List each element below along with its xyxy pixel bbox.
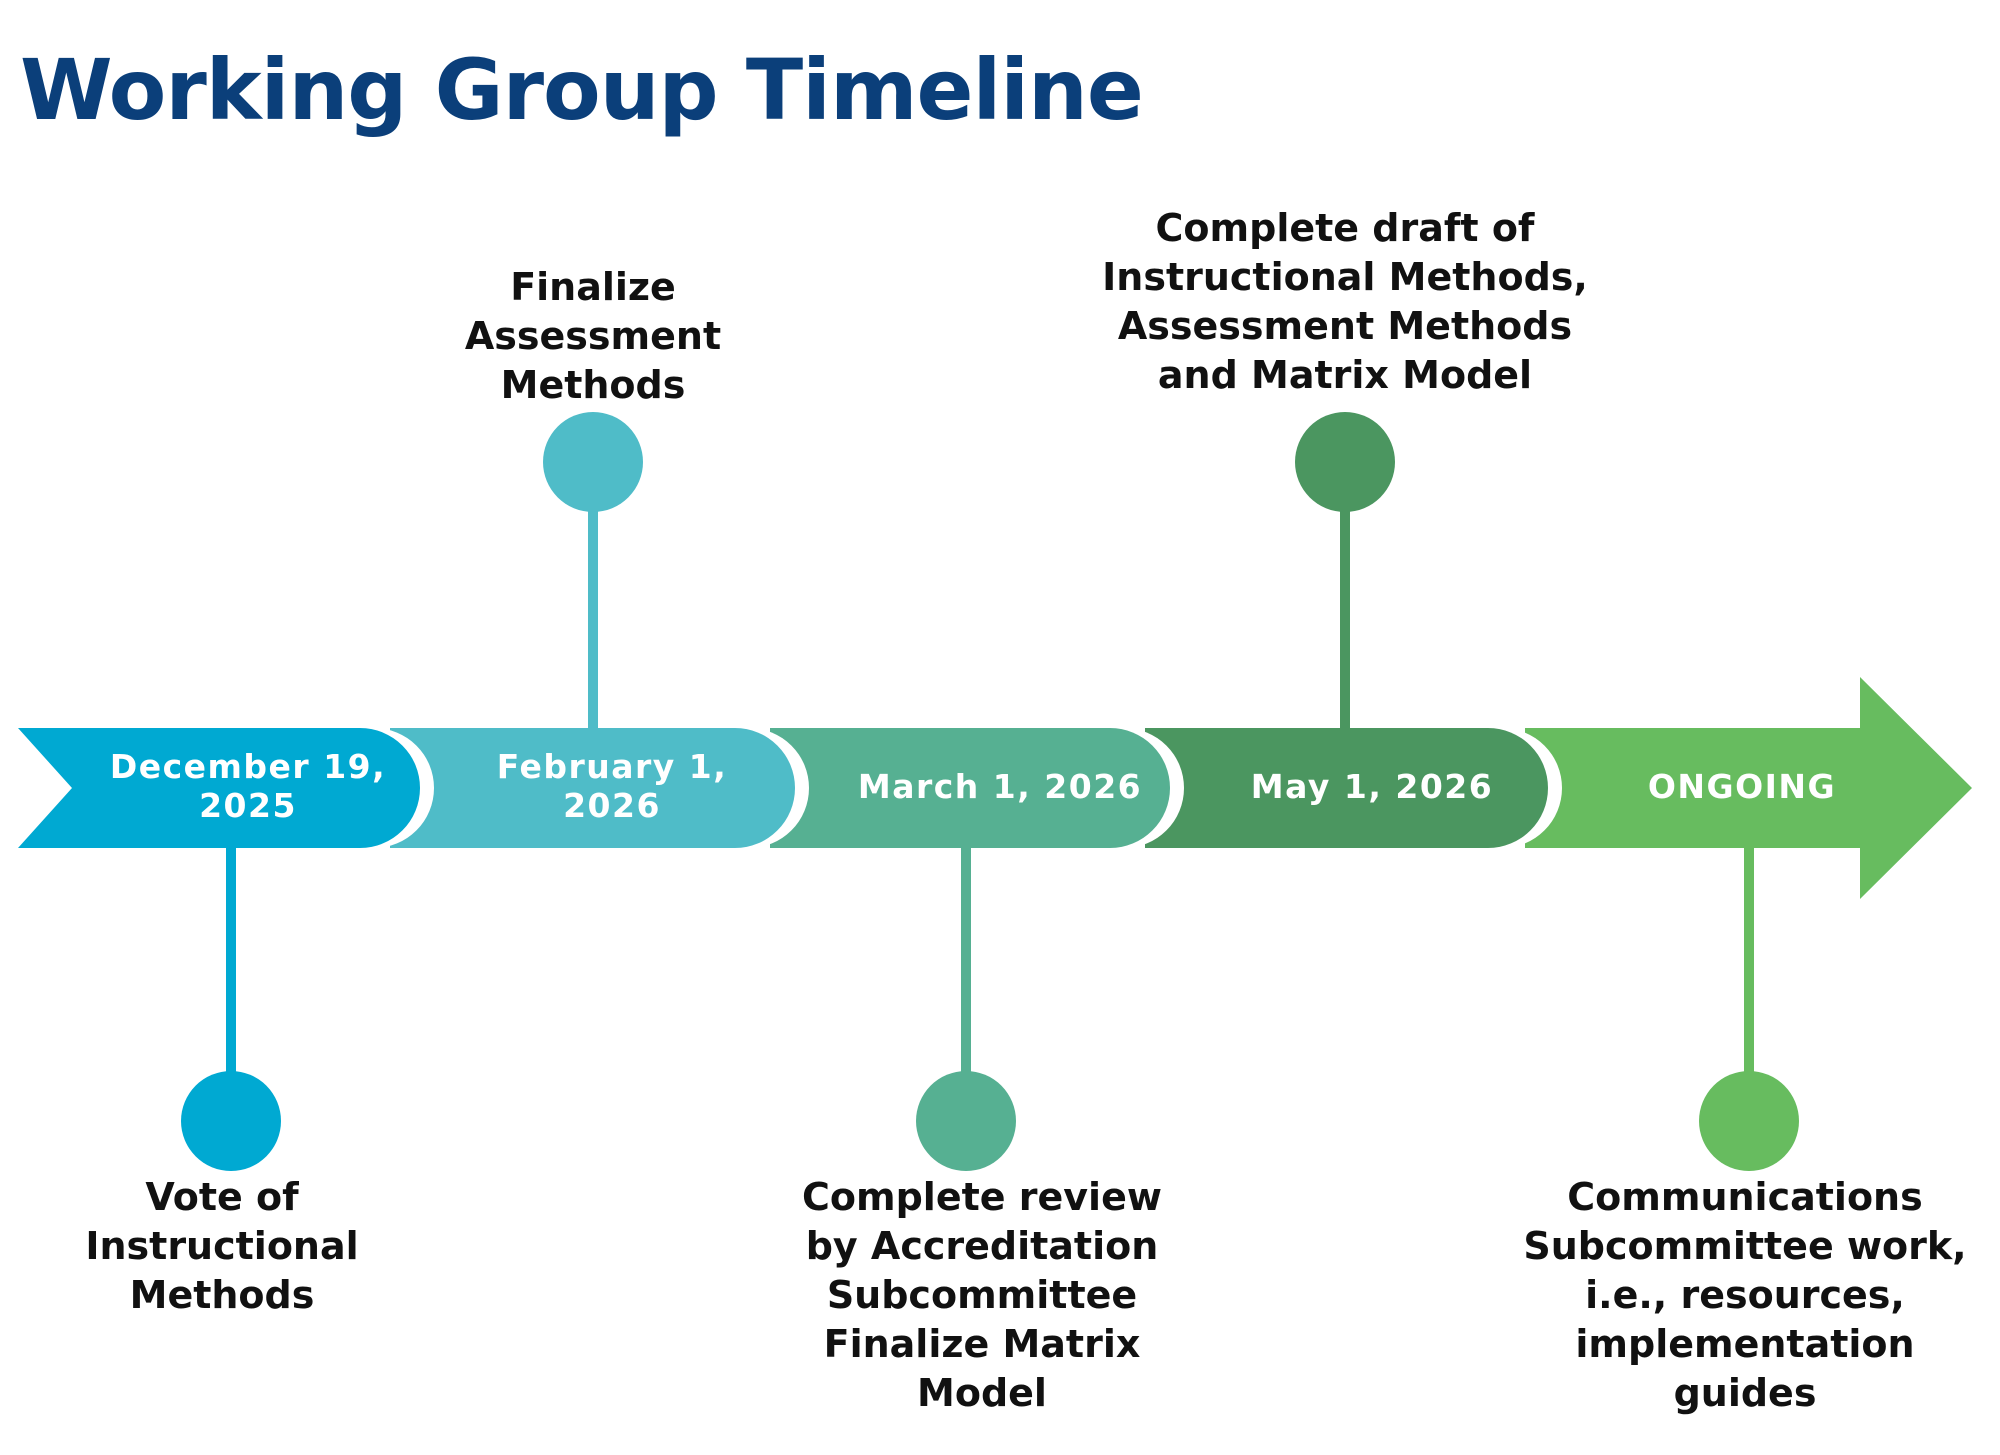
milestone-description: Vote of Instructional Methods bbox=[85, 1175, 359, 1317]
timeline-segment bbox=[770, 728, 1170, 848]
page-title: Working Group Timeline bbox=[20, 41, 1144, 139]
timeline-arrow-segment bbox=[1525, 677, 1972, 899]
milestone-date: December 19, 2025 bbox=[109, 747, 387, 825]
milestone-description: Finalize Assessment Methods bbox=[464, 265, 722, 407]
milestone-description: Communications Subcommittee work, i.e., … bbox=[1523, 1175, 1967, 1415]
milestone-date: March 1, 2026 bbox=[857, 766, 1143, 806]
timeline-segment bbox=[18, 728, 420, 848]
milestone-date: February 1, 2026 bbox=[496, 747, 728, 825]
milestone-description: Complete draft of Instructional Methods,… bbox=[1102, 206, 1588, 397]
timeline-segment bbox=[1145, 728, 1548, 848]
timeline-segment bbox=[390, 728, 795, 848]
milestone-date: ONGOING bbox=[1647, 766, 1837, 806]
milestone-dot bbox=[916, 1071, 1016, 1171]
milestone-dot bbox=[181, 1071, 281, 1171]
milestone-dot bbox=[1699, 1071, 1799, 1171]
milestone-dot bbox=[1295, 412, 1395, 512]
milestone-date: May 1, 2026 bbox=[1250, 766, 1494, 806]
milestone-description: Complete review by Accreditation Subcomm… bbox=[802, 1175, 1162, 1415]
milestone-dot bbox=[543, 412, 643, 512]
